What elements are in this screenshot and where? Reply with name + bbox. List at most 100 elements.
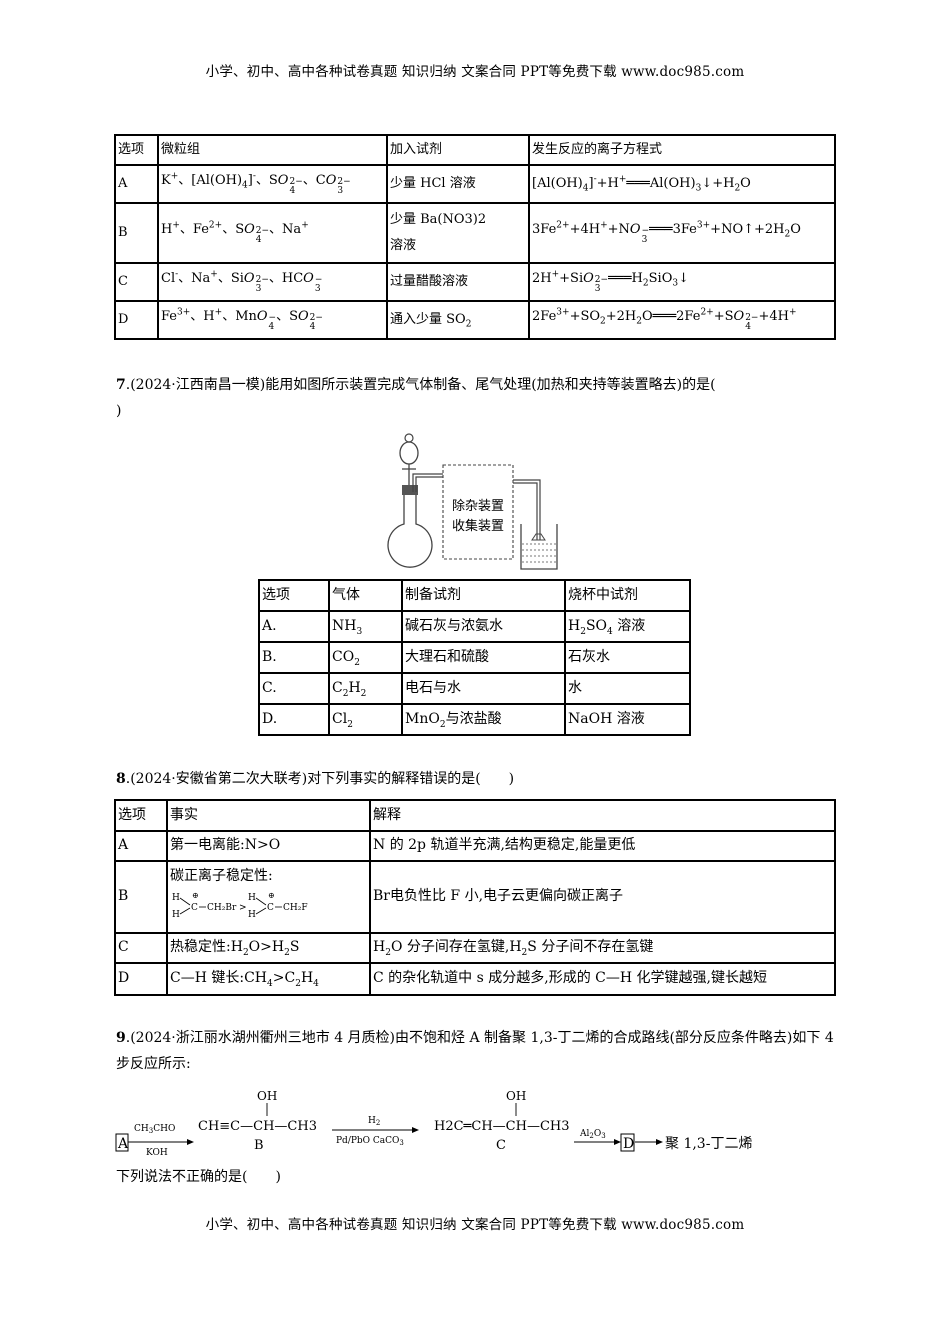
page-header: 小学、初中、高中各种试卷真题 知识归纳 文案合同 PPT等免费下载 www.do…	[205, 64, 745, 80]
q8-header-option: 选项	[114, 799, 168, 832]
compound-B: CH≡C—CH—CH3	[198, 1119, 317, 1134]
q6-option: D	[114, 300, 159, 340]
svg-text:H: H	[248, 910, 256, 920]
svg-text:⊕: ⊕	[268, 891, 275, 900]
q7-gas: C2H2	[328, 672, 403, 705]
table-row: D C—H 键长:CH4>C2H4 C 的杂化轨道中 s 成分越多,形成的 C—…	[114, 962, 836, 996]
q7-gas: Cl2	[328, 703, 403, 736]
svg-text:C: C	[267, 903, 274, 913]
q6-option: A	[114, 164, 159, 204]
compound-C-oh: OH	[506, 1089, 526, 1103]
apparatus-diagram: 除杂装置 收集装置	[387, 433, 558, 570]
compound-B-label: B	[254, 1138, 264, 1153]
svg-text:CH₂F: CH₂F	[283, 903, 308, 913]
compound-A: A	[117, 1136, 129, 1152]
q6-header-option: 选项	[114, 134, 159, 166]
q7-option: D.	[258, 703, 330, 736]
table-row: C. C2H2 电石与水 水	[258, 672, 691, 705]
q7-header-beaker: 烧杯中试剂	[564, 579, 691, 612]
compound-B-oh: OH	[257, 1089, 277, 1103]
q8-header-fact: 事实	[166, 799, 371, 832]
q7-beaker: NaOH 溶液	[564, 703, 691, 736]
apparatus-label-collect: 收集装置	[452, 518, 504, 533]
q8-fact: C—H 键长:CH4>C2H4	[166, 962, 371, 996]
q7-beaker: 水	[564, 672, 691, 705]
q6-header-equation: 发生反应的离子方程式	[528, 134, 836, 166]
compound-C-label: C	[496, 1138, 506, 1153]
q8-option: D	[114, 962, 168, 996]
q6-header-particles: 微粒组	[157, 134, 388, 166]
q6-reagent: 过量醋酸溶液	[386, 262, 530, 302]
q8-option: C	[114, 932, 168, 964]
q7-header-reagent: 制备试剂	[401, 579, 566, 612]
q6-header-reagent: 加入试剂	[386, 134, 530, 166]
svg-text:C: C	[191, 903, 198, 913]
q9-stem: 9.(2024·浙江丽水湖州衢州三地市 4 月质检)由不饱和烃 A 制备聚 1,…	[116, 1030, 834, 1072]
table-row: A. NH3 碱石灰与浓氨水 H2SO4 溶液	[258, 610, 691, 643]
q8-fact: 第一电离能:N>O	[166, 830, 371, 862]
svg-text:H: H	[172, 893, 180, 903]
q6-equation: [Al(OH)4]-+H+═══Al(OH)3↓+H2O	[528, 164, 836, 204]
apparatus-label-purify: 除杂装置	[452, 498, 504, 513]
q8-explanation: N 的 2p 轨道半充满,结构更稳定,能量更低	[369, 830, 836, 862]
table-row: C 热稳定性:H2O>H2S H2O 分子间存在氢键,H2S 分子间不存在氢键	[114, 932, 836, 964]
q7-header-gas: 气体	[328, 579, 403, 612]
q7-gas: NH3	[328, 610, 403, 643]
carbocation-structures: HH C ⊕ CH₂Br > HH C ⊕ CH₂F	[172, 891, 308, 920]
q8-fact: 热稳定性:H2O>H2S	[166, 932, 371, 964]
q8-explanation: H2O 分子间存在氢键,H2S 分子间不存在氢键	[369, 932, 836, 964]
q7-option: C.	[258, 672, 330, 705]
svg-text:⊕: ⊕	[192, 891, 199, 900]
q7-stem: 7.(2024·江西南昌一模)能用如图所示装置完成气体制备、尾气处理(加热和夹持…	[116, 377, 716, 419]
q6-option: C	[114, 262, 159, 302]
q8-explanation: C 的杂化轨道中 s 成分越多,形成的 C—H 化学键越强,键长越短	[369, 962, 836, 996]
q8-stem: 8.(2024·安徽省第二次大联考)对下列事实的解释错误的是( )	[116, 771, 515, 787]
reagent-3-top: Al2O3	[579, 1129, 606, 1140]
table-row: A 第一电离能:N>O N 的 2p 轨道半充满,结构更稳定,能量更低	[114, 830, 836, 862]
q7-reagent: 碱石灰与浓氨水	[401, 610, 566, 643]
reagent-1-bottom: KOH	[146, 1148, 168, 1158]
compound-C: H2C═CH—CH—CH3	[434, 1119, 570, 1134]
q7-header-option: 选项	[258, 579, 330, 612]
q8-header-explanation: 解释	[369, 799, 836, 832]
q9-question: 下列说法不正确的是( )	[116, 1169, 281, 1185]
svg-text:CH₂Br: CH₂Br	[207, 903, 237, 913]
q7-table: 选项 气体 制备试剂 烧杯中试剂 A. NH3 碱石灰与浓氨水 H2SO4 溶液…	[258, 579, 691, 736]
table-row: D. Cl2 MnO2与浓盐酸 NaOH 溶液	[258, 703, 691, 736]
q7-beaker: H2SO4 溶液	[564, 610, 691, 643]
synthesis-route: A CH3CHO KOH OH CH≡C—CH—CH3 B H2 Pd/PbO …	[115, 1089, 752, 1158]
q6-table: 选项 微粒组 加入试剂 发生反应的离子方程式 A K+、[Al(OH)4]-、S…	[114, 134, 836, 340]
q6-option: B	[114, 202, 159, 264]
svg-text:H: H	[172, 910, 180, 920]
svg-text:>: >	[239, 903, 247, 913]
q7-reagent: 大理石和硫酸	[401, 641, 566, 674]
reagent-1-top: CH3CHO	[134, 1124, 175, 1135]
q8-table: 选项 事实 解释 A 第一电离能:N>O N 的 2p 轨道半充满,结构更稳定,…	[114, 799, 836, 996]
q7-reagent: 电石与水	[401, 672, 566, 705]
reagent-2-top: H2	[368, 1116, 380, 1127]
q6-reagent: 少量 HCl 溶液	[386, 164, 530, 204]
reagent-2-bottom: Pd/PbO CaCO3	[336, 1136, 404, 1147]
page-footer: 小学、初中、高中各种试卷真题 知识归纳 文案合同 PPT等免费下载 www.do…	[205, 1217, 745, 1233]
svg-text:H: H	[248, 893, 256, 903]
q6-reagent: 通入少量 SO2	[386, 300, 530, 340]
table-row: B. CO2 大理石和硫酸 石灰水	[258, 641, 691, 674]
q8-option: B	[114, 860, 168, 934]
q6-equation: 3Fe2++4H++NO−3═══3Fe3++NO↑+2H2O	[528, 202, 836, 264]
compound-D: D	[623, 1136, 634, 1152]
q7-option: B.	[258, 641, 330, 674]
q7-reagent: MnO2与浓盐酸	[401, 703, 566, 736]
q7-option: A.	[258, 610, 330, 643]
